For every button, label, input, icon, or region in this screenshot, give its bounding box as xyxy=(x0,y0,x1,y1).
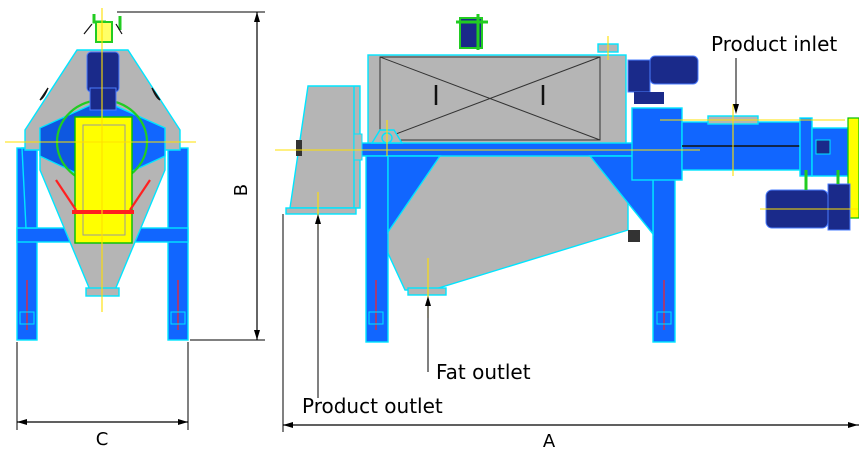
product-outlet-arrow xyxy=(315,214,321,398)
dimension-a xyxy=(282,214,859,432)
product-inlet-arrow xyxy=(733,58,739,114)
drive-motor xyxy=(649,55,699,85)
inlet-housing xyxy=(631,107,683,181)
drive-motor-gear xyxy=(627,59,651,93)
dimension-c-label: C xyxy=(96,429,109,450)
fat-outlet-flange xyxy=(407,287,447,296)
fat-outlet-label: Fat outlet xyxy=(436,360,531,384)
side-motor xyxy=(86,51,120,93)
fat-outlet-arrow xyxy=(425,296,431,372)
dimension-a-label: A xyxy=(543,431,556,452)
frame-brace-left xyxy=(387,155,442,235)
front-view xyxy=(275,14,859,343)
side-screen xyxy=(74,116,133,244)
dimension-c xyxy=(16,342,189,430)
product-outlet-label: Product outlet xyxy=(302,394,443,418)
product-outlet-chute xyxy=(289,85,361,209)
frame-leg-left xyxy=(365,155,389,343)
product-inlet-label: Product inlet xyxy=(711,32,837,56)
conveyor-gearbox xyxy=(827,183,851,231)
side-flange xyxy=(847,117,859,219)
side-motor-base xyxy=(89,87,117,111)
dimension-b xyxy=(117,11,265,341)
outlet-flange xyxy=(285,207,357,215)
side-view xyxy=(5,8,196,341)
dimension-b-label: B xyxy=(231,184,252,196)
